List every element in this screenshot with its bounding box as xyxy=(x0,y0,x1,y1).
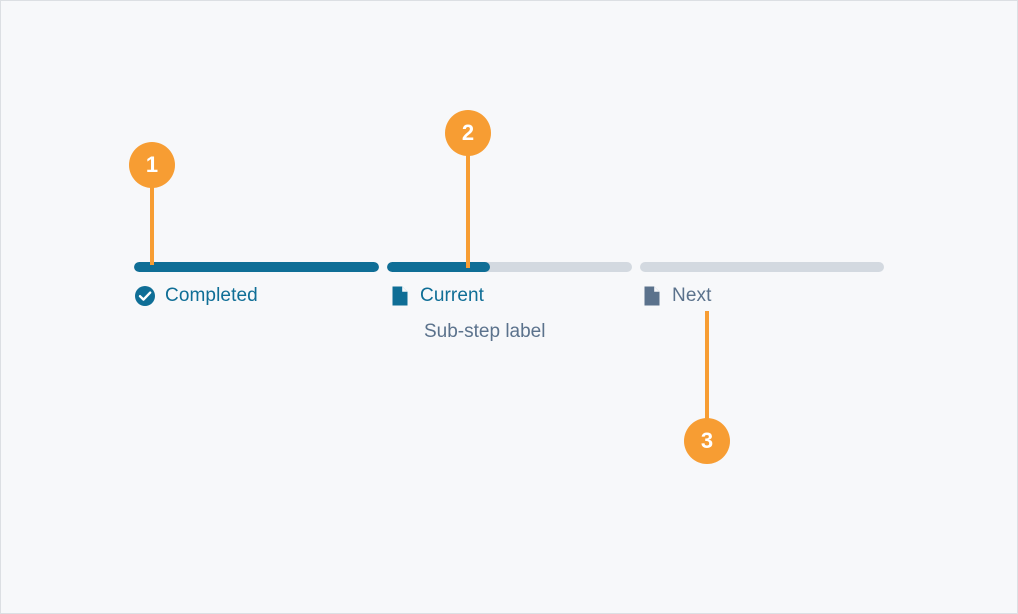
step-label: Next xyxy=(672,285,712,306)
step-completed[interactable]: Completed xyxy=(134,283,258,309)
callout-marker-3[interactable]: 3 xyxy=(684,418,730,464)
progress-segment-current[interactable] xyxy=(387,262,632,272)
marker-leader-line xyxy=(466,133,470,268)
callout-marker-1[interactable]: 1 xyxy=(129,142,175,188)
step-label: Completed xyxy=(165,285,258,306)
document-icon xyxy=(389,285,411,307)
callout-marker-number: 2 xyxy=(461,120,475,145)
callout-marker-number: 3 xyxy=(700,428,714,453)
progress-track xyxy=(134,262,884,272)
document-icon xyxy=(641,285,663,307)
check-circle-icon xyxy=(134,285,156,307)
step-label: Current xyxy=(420,285,485,306)
step-header: Next xyxy=(641,283,711,309)
callout-marker-2[interactable]: 2 xyxy=(445,110,491,156)
progress-segment-fill xyxy=(387,262,490,272)
progress-segment-fill xyxy=(134,262,379,272)
step-header: Completed xyxy=(134,283,258,309)
progress-segment-next[interactable] xyxy=(640,262,884,272)
step-sub-label: Sub-step label xyxy=(424,321,546,342)
callout-marker-number: 1 xyxy=(145,152,159,177)
step-header: Current xyxy=(389,283,545,309)
marker-leader-line xyxy=(150,165,154,265)
step-current[interactable]: Current Sub-step label xyxy=(389,283,545,345)
progress-segment-completed[interactable] xyxy=(134,262,379,272)
marker-leader-line xyxy=(705,311,709,441)
step-next[interactable]: Next xyxy=(641,283,711,309)
